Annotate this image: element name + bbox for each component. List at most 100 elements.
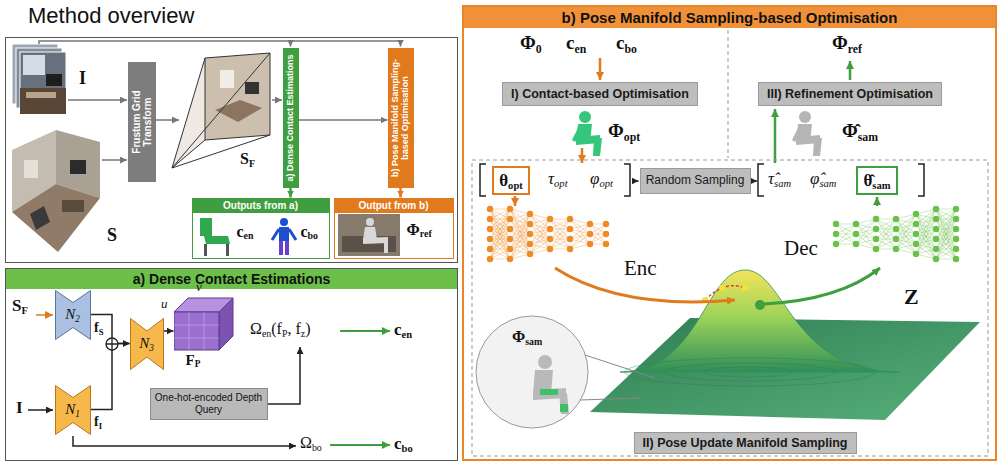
subscript: sam (872, 180, 890, 191)
frustum-scene (172, 53, 270, 168)
frustum-scene (245, 82, 259, 94)
flow-arrow (102, 159, 127, 161)
inset-circle (476, 316, 588, 428)
subscript: opt (599, 178, 612, 189)
network-graph (933, 236, 939, 242)
stage-box: b) Pose Manifold Sampling-based Optimisa… (388, 48, 414, 188)
text-run: , f (287, 320, 300, 337)
input-symbol: cen (566, 32, 586, 54)
body-mesh-sampled (799, 111, 811, 123)
flow-arrow (515, 58, 877, 206)
text-run: Z (904, 284, 919, 309)
network-graph (893, 216, 899, 222)
input-symbol: S (107, 225, 117, 246)
body-mesh-inset (533, 355, 569, 414)
rgb-image-stack (26, 92, 56, 98)
function-label: Ωen(fP, fz) (250, 320, 310, 338)
vector-bracket (480, 164, 924, 196)
text-run: φ̂ (810, 169, 819, 188)
network-graph (836, 224, 856, 234)
connector-arrow (289, 188, 292, 198)
contact-chair (200, 218, 230, 256)
network-graph (913, 211, 919, 217)
divider-line (728, 30, 729, 158)
network-graph (933, 256, 939, 262)
axis-label: v (196, 280, 202, 295)
text-run: c (394, 434, 402, 453)
input-symbol: I (79, 68, 86, 89)
connector-arrow (399, 188, 402, 198)
flow-arrow (400, 41, 402, 47)
network-block: N2 (55, 290, 91, 340)
network-graph (873, 236, 879, 242)
network-graph (896, 229, 916, 254)
body-mesh-inset (560, 404, 568, 412)
node-title: FP (186, 352, 201, 369)
process-box: Random Sampling (640, 168, 751, 194)
subscript: S (99, 327, 104, 337)
text-run: Outputs from a) (223, 200, 298, 211)
network-graph (933, 246, 939, 252)
feature-symbol: fI (94, 414, 102, 430)
text-run: S (107, 225, 117, 245)
network-graph (490, 229, 510, 259)
network-graph (510, 214, 530, 239)
body-mesh-sampled (792, 126, 802, 142)
axis-label: u (161, 297, 168, 312)
subscript: F (249, 158, 255, 169)
network-graph (953, 256, 959, 262)
flow-arrow (39, 41, 401, 47)
vector-element: φopt (590, 169, 613, 189)
connector-arrow (299, 119, 388, 121)
flow-arrow (752, 180, 758, 182)
vector-element: τopt (548, 169, 568, 189)
text-run: θ̂ (863, 171, 872, 190)
network-graph (836, 224, 856, 234)
sum-symbol (106, 338, 118, 350)
subscript: P (282, 328, 288, 339)
network-graph (603, 221, 609, 227)
signal-line (268, 347, 300, 404)
text-run: Ω (250, 320, 262, 337)
text-run: S (240, 150, 249, 167)
network-graph (916, 209, 936, 254)
body-mesh-inset (559, 393, 569, 414)
manifold-contour (625, 358, 875, 386)
process-box: Frustum Grid Transform (128, 62, 156, 182)
network-graph (936, 209, 956, 259)
text-run: c (237, 223, 244, 240)
subscript: bo (312, 442, 322, 453)
contact-chair (204, 236, 230, 244)
text-run: a) Dense Contact Estimations (133, 271, 331, 287)
connector-arrow (164, 330, 174, 332)
network-block: N3 (130, 318, 164, 370)
flow-arrow (581, 148, 584, 163)
subscript: P (195, 359, 201, 369)
network-graph (893, 246, 899, 252)
section-panel: a) Dense Contact EstimationsN2N1N3FPOne-… (5, 268, 458, 461)
sum-symbol (106, 338, 118, 350)
signal-line (340, 330, 390, 332)
subscript: ref (420, 228, 432, 239)
network-graph (896, 214, 916, 239)
subscript: en (574, 43, 586, 56)
node-title: Random Sampling (646, 174, 745, 188)
network-graph (587, 241, 593, 247)
text-run: c (566, 32, 574, 53)
sample-point (755, 300, 765, 310)
text-run: f (94, 414, 99, 429)
text-run: Enc (624, 256, 657, 280)
contact-body (280, 218, 288, 226)
cube-shape (174, 312, 219, 350)
process-band: II) Pose Update Manifold Sampling (634, 432, 857, 454)
node-title: Method overview (28, 3, 194, 28)
node-title: III) Refinement Optimisation (767, 87, 933, 101)
text-run: u (161, 296, 168, 311)
network-graph (510, 234, 530, 259)
text-run: c (394, 320, 402, 339)
subscript: en (244, 230, 254, 241)
network-graph (933, 226, 939, 232)
vector-element: τ̂sam (768, 169, 791, 189)
network-graph (530, 219, 550, 244)
text-run: I) Contact-based Optimisation (511, 87, 689, 101)
